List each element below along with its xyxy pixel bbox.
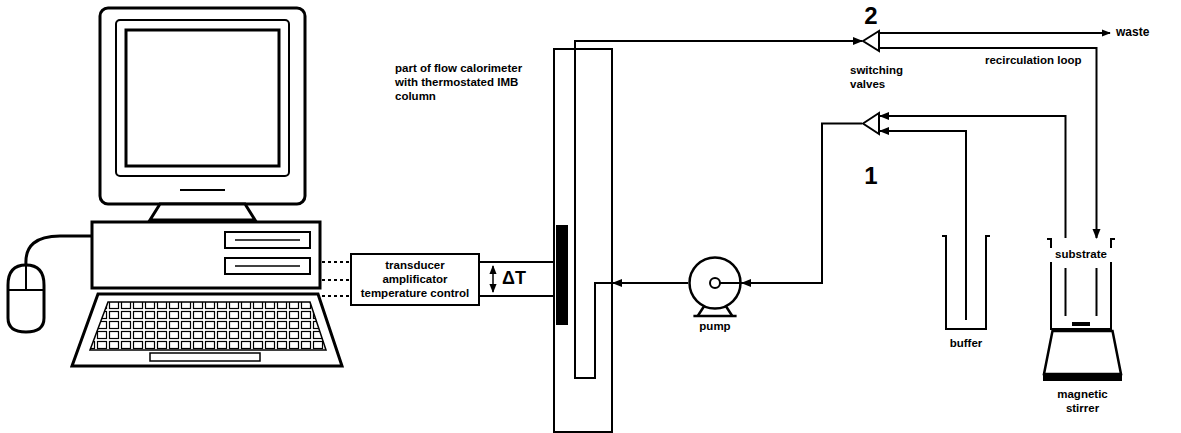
node-label: magnetic stirrer bbox=[1043, 388, 1122, 416]
node-label: part of flow calorimeter with thermostat… bbox=[395, 62, 545, 103]
buffer-beaker-outline bbox=[945, 235, 987, 330]
flow-line bbox=[613, 282, 688, 284]
flow-line bbox=[742, 124, 862, 284]
annotation-label: waste bbox=[1116, 25, 1149, 39]
buffer-beaker: buffer bbox=[945, 235, 987, 330]
mouse bbox=[8, 236, 92, 332]
node-label: 2 bbox=[842, 4, 900, 28]
switching-valve-outline bbox=[862, 30, 880, 52]
data-cable bbox=[322, 262, 350, 296]
annotation-label: ΔT bbox=[502, 268, 526, 289]
dip-tube bbox=[965, 235, 967, 320]
system-unit bbox=[92, 222, 320, 288]
node-label: substrate bbox=[1050, 248, 1112, 262]
waste-line bbox=[880, 32, 1110, 34]
magnetic-stirrer: magnetic stirrer bbox=[1043, 330, 1122, 382]
signal-wire bbox=[480, 295, 553, 297]
flow-line bbox=[880, 116, 1066, 238]
pump-symbol-outline bbox=[688, 256, 742, 310]
annotation-label: recirculation loop bbox=[985, 54, 1082, 68]
pump-symbol: pump bbox=[688, 256, 742, 310]
annotation-label: switching valves bbox=[850, 64, 914, 92]
dip-tube bbox=[1065, 268, 1067, 316]
substrate-beaker: substrate bbox=[1050, 238, 1112, 330]
calorimeter-column: part of flow calorimeter with thermostat… bbox=[553, 48, 613, 433]
flow-line bbox=[575, 41, 862, 48]
flow-line bbox=[880, 48, 1097, 238]
process-box: transducer amplificator temperature cont… bbox=[350, 253, 480, 306]
keyboard bbox=[72, 294, 342, 366]
node-label: transducer amplificator temperature cont… bbox=[357, 259, 473, 300]
switching-valve: 2 bbox=[862, 30, 880, 52]
magnetic-stirrer-outline bbox=[1043, 330, 1122, 382]
node-label: buffer bbox=[925, 337, 1007, 351]
flow-line bbox=[880, 131, 966, 235]
monitor bbox=[100, 8, 305, 220]
node-label: 1 bbox=[842, 164, 900, 188]
node-label: pump bbox=[668, 320, 762, 334]
switching-valve-outline bbox=[862, 112, 880, 135]
calorimeter-column-outline bbox=[553, 48, 613, 433]
switching-valve: 1 bbox=[862, 112, 880, 135]
dip-tube bbox=[1096, 268, 1098, 316]
flow-line bbox=[480, 261, 553, 263]
delta-t-bracket bbox=[492, 266, 494, 292]
